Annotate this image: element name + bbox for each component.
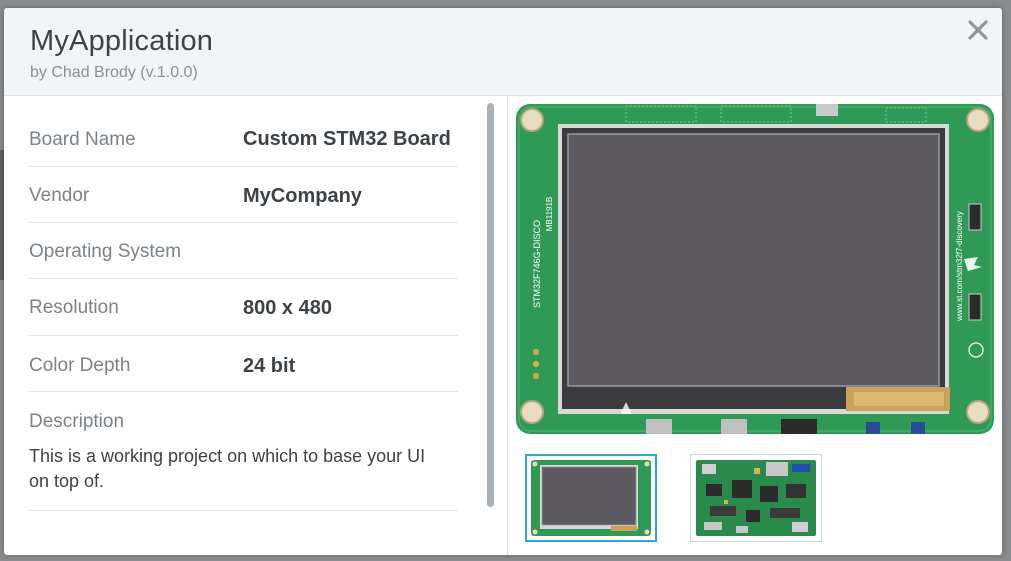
detail-row-description: Description This is a working project on… <box>29 392 458 511</box>
scrollbar-thumb[interactable] <box>487 103 494 507</box>
board-url-silkscreen: www.st.com/stm32f7-discovery <box>955 211 964 322</box>
page-title: MyApplication <box>30 25 214 57</box>
dialog-header: MyApplication by Chad Brody (v.1.0.0) <box>4 8 1002 96</box>
description-label: Description <box>29 411 125 432</box>
thumbnail-board-front[interactable] <box>525 454 657 542</box>
vendor-value: MyCompany <box>243 185 362 207</box>
board-part-silkscreen: MB1191B <box>545 197 554 232</box>
board-name-label: Board Name <box>29 129 136 150</box>
board-back-thumbnail-image <box>696 460 816 536</box>
board-gallery: STM32F746G-DISCO MB1191B www.st.com/stm3… <box>508 96 1002 555</box>
resolution-label: Resolution <box>29 297 119 318</box>
author-version: by Chad Brody (v.1.0.0) <box>30 64 198 81</box>
color-depth-label: Color Depth <box>29 355 131 376</box>
detail-row-color-depth: Color Depth 24 bit <box>29 336 458 392</box>
pane-divider <box>507 96 508 555</box>
detail-row-resolution: Resolution 800 x 480 <box>29 279 458 336</box>
detail-row-operating-system: Operating System <box>29 223 458 279</box>
color-depth-value: 24 bit <box>243 355 296 377</box>
details-panel[interactable]: Board Name Custom STM32 Board Vendor MyC… <box>4 96 507 555</box>
board-front-thumbnail-image <box>531 460 651 536</box>
description-text: This is a working project on which to ba… <box>29 446 426 491</box>
close-icon <box>968 20 988 40</box>
thumbnail-board-back[interactable] <box>690 454 822 542</box>
details-scrollbar[interactable] <box>484 103 496 507</box>
board-model-silkscreen: STM32F746G-DISCO <box>532 220 542 308</box>
detail-row-vendor: Vendor MyCompany <box>29 167 458 223</box>
board-name-value: Custom STM32 Board <box>243 128 451 150</box>
background-window-edge <box>0 150 4 280</box>
vendor-label: Vendor <box>29 185 90 206</box>
detail-row-board-name: Board Name Custom STM32 Board <box>29 104 458 167</box>
resolution-value: 800 x 480 <box>243 297 332 319</box>
close-button[interactable] <box>964 16 992 44</box>
application-info-dialog: MyApplication by Chad Brody (v.1.0.0) Bo… <box>4 8 1002 555</box>
board-image: STM32F746G-DISCO MB1191B www.st.com/stm3… <box>516 104 994 434</box>
operating-system-label: Operating System <box>29 241 182 262</box>
